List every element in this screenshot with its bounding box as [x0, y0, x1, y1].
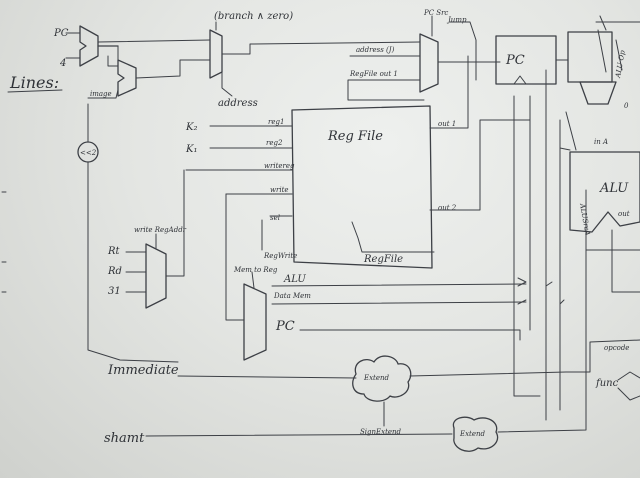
image-wire [87, 89, 119, 99]
left-edge-marks [1, 191, 7, 293]
regfile-out1-wire [347, 79, 425, 101]
jump-mux [419, 15, 439, 93]
four-input-label: 4 [59, 58, 66, 69]
shamt-label: shamt [104, 431, 145, 446]
write-port-label: write [270, 186, 289, 194]
jump-select-wire [449, 21, 477, 81]
shamt-wire [145, 433, 453, 437]
pc-input2-label: PC [275, 319, 295, 334]
small-extend-cloud [452, 416, 499, 452]
lines-underline [7, 89, 63, 93]
writereg-mux-inputs [125, 251, 147, 293]
small-mux-right [579, 81, 617, 105]
immediate-wire [177, 375, 357, 379]
memtoreg-input-wires [271, 283, 527, 341]
address-label: address [218, 98, 258, 109]
datamem-label: Data Mem [273, 292, 311, 300]
rd-label: Rd [107, 266, 122, 277]
reg2-port-label: reg2 [266, 139, 283, 147]
regfile-clock-wire [351, 221, 435, 253]
regfile-bottom-label: RegFile [363, 254, 403, 265]
alu-input-label: ALU [283, 274, 306, 285]
k-top-label: K₂ [185, 122, 197, 133]
extend-label: Extend [363, 374, 390, 382]
thirtyone-label: 31 [108, 286, 121, 297]
branch-adder [107, 45, 137, 97]
k-bottom-label: K₁ [185, 144, 197, 155]
instruction-memory [555, 29, 613, 83]
regfile-input-wires [185, 125, 293, 251]
address-wire [221, 63, 233, 97]
branch-and-zero-label: (branch ∧ zero) [214, 11, 293, 22]
rt-label: Rt [107, 246, 121, 257]
immediate-label: Immediate [107, 363, 179, 378]
memtoreg-mux [243, 271, 267, 361]
shift-left-label: <<2 [80, 149, 97, 157]
top-right-marks [595, 15, 640, 71]
writereg-mux [145, 233, 167, 309]
alu-out-label: out [618, 210, 630, 218]
memtoreg-label: Mem to Reg [233, 266, 278, 274]
pc-plus-4-adder [65, 25, 119, 67]
regwrite-label: RegWrite [263, 252, 297, 260]
func-label: func [595, 378, 619, 389]
memtoreg-output-wire [225, 193, 245, 321]
signextend-label: SignExtend [360, 428, 402, 436]
extend-small-wire [497, 189, 587, 433]
regfile-out1-label: RegFile out 1 [349, 70, 398, 78]
branch-mux [209, 21, 223, 79]
register-file [291, 105, 433, 269]
right-bus-wires [513, 69, 561, 421]
alu-input-wires [559, 111, 577, 151]
regfile-title: Reg File [327, 129, 383, 144]
lines-label: Lines: [9, 73, 59, 92]
opcode-func-wires [565, 339, 640, 401]
opcode-label: opcode [604, 344, 629, 352]
address-jump-label: address (J) [356, 46, 395, 54]
alu-block [569, 151, 640, 233]
adder-outputs-wire [97, 39, 211, 79]
sel-port-label: sel [270, 214, 280, 222]
regfile-output-wires [429, 55, 531, 211]
writereg-port-label: writereg [264, 162, 295, 170]
out2-port-label: out 2 [438, 204, 457, 212]
zero-flag-label: 0 [624, 102, 629, 110]
extend-cloud [352, 355, 412, 402]
alu-output-wires [585, 229, 640, 293]
image-label: image [90, 90, 112, 98]
reg1-port-label: reg1 [268, 118, 284, 126]
pc-src-label: PC Src [423, 9, 448, 17]
pc-input-label: PC [53, 28, 69, 39]
image-vertical-wire [87, 103, 179, 363]
branch-mux-output-wire [221, 41, 421, 55]
pc-register-label: PC [505, 53, 525, 68]
alu-label: ALU [599, 181, 629, 196]
out1-port-label: out 1 [438, 120, 456, 128]
jump-label: Jump [446, 16, 467, 24]
extend-output-wires [383, 371, 567, 427]
pc-register [495, 35, 557, 85]
write-regaddr-label: write RegAddr [134, 226, 187, 234]
in-a-label: in A [594, 138, 608, 146]
writereg-mux-output-wire [165, 169, 185, 277]
extend-small-label: Extend [459, 430, 486, 438]
bus-crossover-marks [517, 277, 565, 305]
